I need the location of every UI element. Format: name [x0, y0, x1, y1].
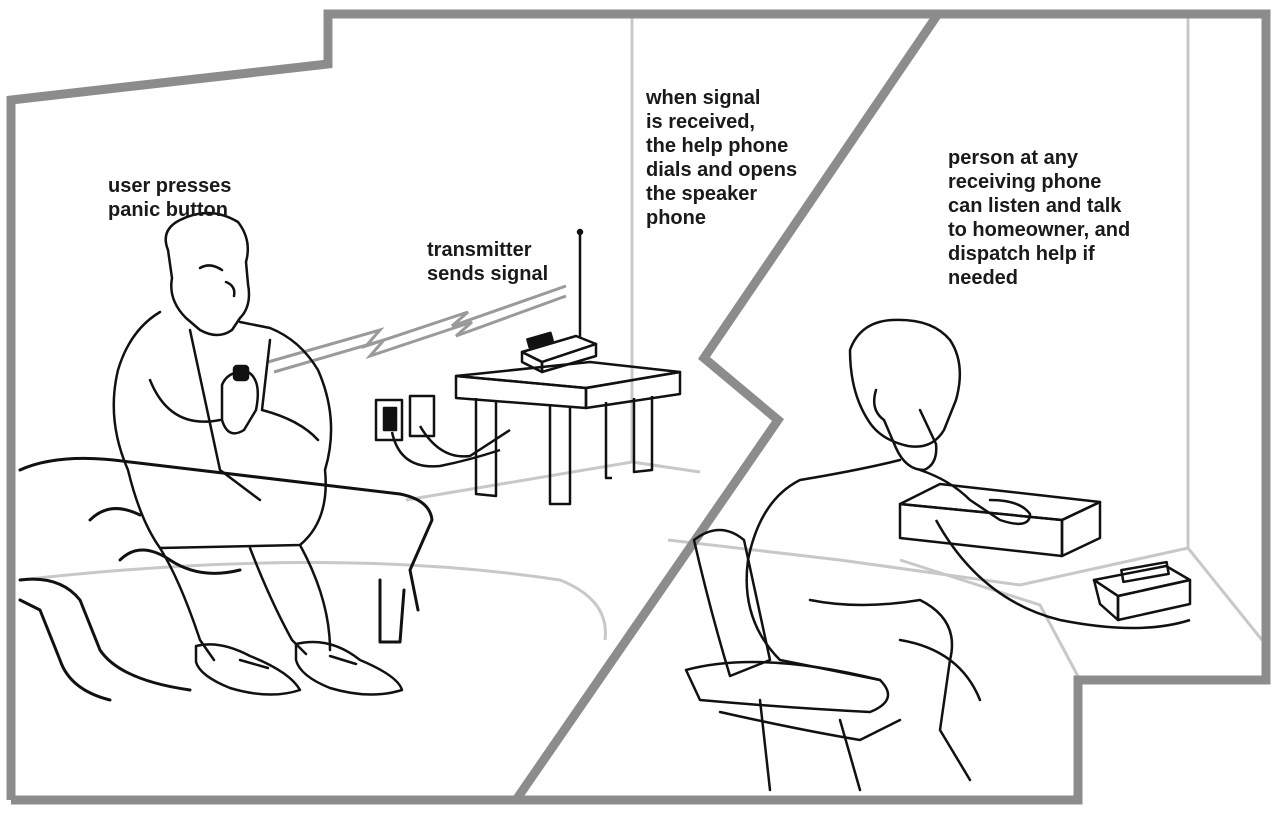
- wall-outlets: [376, 396, 510, 466]
- telephone-handset: [874, 390, 936, 470]
- office-chair: [686, 530, 900, 790]
- chair-seat: [686, 662, 888, 712]
- caption-receiving-person: person at any receiving phone can listen…: [948, 146, 1130, 290]
- person-right-shoe: [296, 642, 402, 695]
- panic-button-device: [234, 366, 248, 380]
- person-left-shoe: [196, 644, 300, 694]
- seated-person: [114, 213, 402, 695]
- side-table: [456, 362, 680, 504]
- room-wall-lines: [20, 18, 1262, 680]
- caption-transmitter-sends-signal: transmitter sends signal: [427, 238, 548, 286]
- caption-user-presses-panic-button: user presses panic button: [108, 174, 231, 222]
- person-head: [166, 213, 249, 335]
- right-person-head: [850, 320, 960, 447]
- power-cord: [392, 432, 500, 466]
- comic-frame: [11, 14, 1266, 800]
- person-on-phone: [747, 320, 1030, 780]
- caption-help-phone-dials: when signal is received, the help phone …: [646, 86, 797, 230]
- left-room-floor-line: [406, 462, 700, 500]
- power-adapter: [384, 408, 396, 430]
- outer-frame: [11, 14, 1266, 800]
- person-torso: [114, 312, 331, 548]
